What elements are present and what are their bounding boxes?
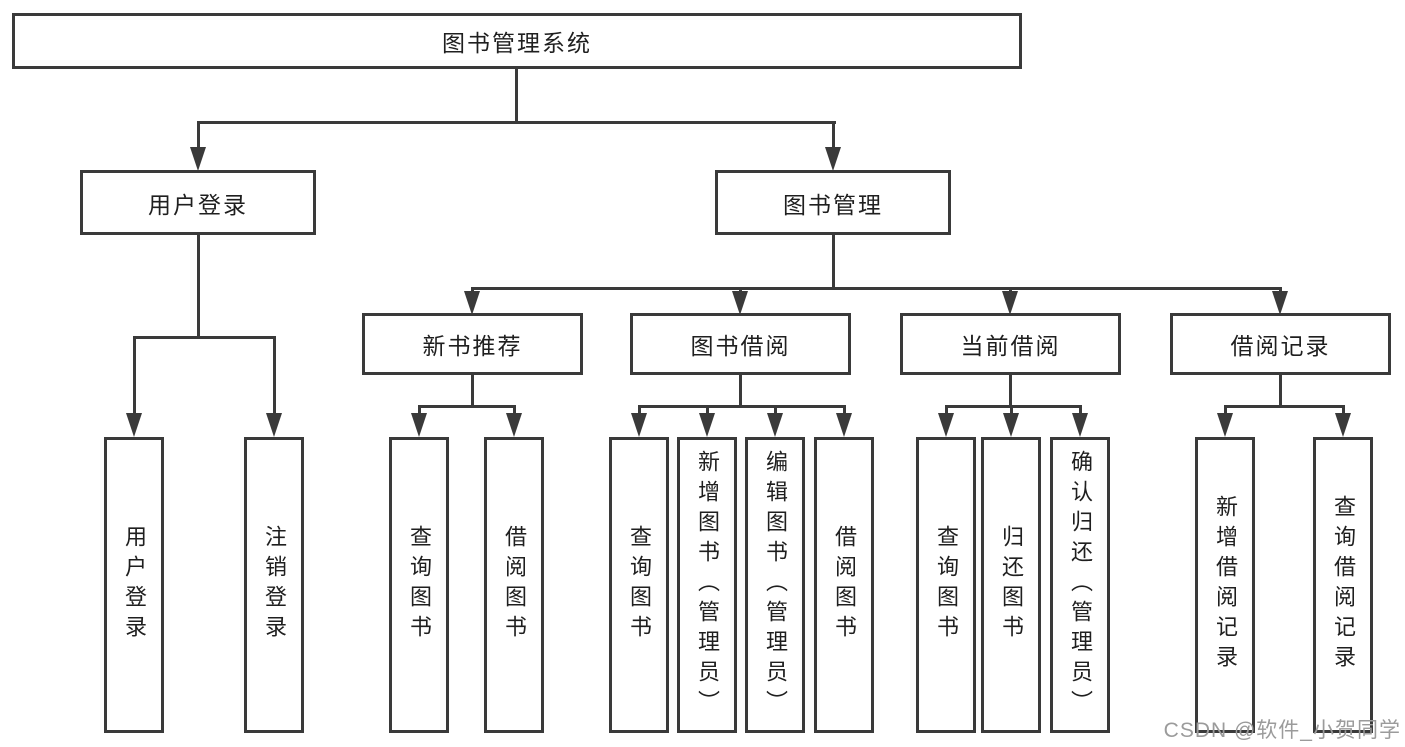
arrowhead-down-icon xyxy=(1002,291,1018,315)
root-node-label: 图书管理系统 xyxy=(442,30,592,56)
arrowhead-down-icon xyxy=(1272,291,1288,315)
node-user-login: 用户登录 xyxy=(80,170,316,235)
node-current-borrowing: 当前借阅 xyxy=(900,313,1121,375)
connector-new-books-stub xyxy=(471,375,474,407)
leaf-confirm-return-admin-label: 确认归还（管理员） xyxy=(1068,450,1093,720)
leaf-return-books-label: 归还图书 xyxy=(999,525,1024,645)
watermark: CSDN @软件_小贺同学 xyxy=(1163,719,1401,742)
leaf-edit-books-admin-label: 编辑图书（管理员） xyxy=(763,450,788,720)
connector-to-leaf-nb-borrow xyxy=(513,405,516,415)
arrowhead-down-icon xyxy=(1335,413,1351,437)
node-new-book-recommendation-label: 新书推荐 xyxy=(422,333,523,359)
arrowhead-down-icon xyxy=(411,413,427,437)
connector-to-user-login xyxy=(197,121,200,149)
connector-to-leaf-br-add xyxy=(1224,405,1227,415)
connector-borrowing-stub xyxy=(739,375,742,407)
connector-to-leaf-logout xyxy=(273,336,276,415)
connector-level3-bar xyxy=(471,287,1282,290)
leaf-query-borrow-record: 查询借阅记录 xyxy=(1313,437,1373,733)
connector-records-stub xyxy=(1279,375,1282,407)
connector-to-book-management xyxy=(832,121,835,149)
leaf-borrow-books-2: 借阅图书 xyxy=(814,437,874,733)
connector-to-leaf-bb-add xyxy=(706,405,709,415)
leaf-query-books-2-label: 查询图书 xyxy=(627,525,652,645)
connector-borrowing-bar xyxy=(638,405,846,408)
connector-to-leaf-bb-query xyxy=(638,405,641,415)
arrowhead-down-icon xyxy=(506,413,522,437)
arrowhead-down-icon xyxy=(126,413,142,437)
node-borrowing-records: 借阅记录 xyxy=(1170,313,1391,375)
node-borrowing-records-label: 借阅记录 xyxy=(1230,333,1331,359)
node-book-borrowing: 图书借阅 xyxy=(630,313,851,375)
arrowhead-down-icon xyxy=(825,147,841,171)
connector-user-login-bar xyxy=(133,336,276,339)
leaf-query-books-1: 查询图书 xyxy=(389,437,449,733)
leaf-confirm-return-admin: 确认归还（管理员） xyxy=(1050,437,1110,733)
arrowhead-down-icon xyxy=(464,291,480,315)
connector-to-leaf-cb-return xyxy=(1010,405,1013,415)
connector-book-management-stub xyxy=(832,235,835,289)
connector-to-leaf-cb-query xyxy=(945,405,948,415)
arrowhead-down-icon xyxy=(938,413,954,437)
leaf-query-borrow-record-label: 查询借阅记录 xyxy=(1331,495,1356,675)
connector-to-leaf-bb-borrow xyxy=(843,405,846,415)
leaf-borrow-books-2-label: 借阅图书 xyxy=(832,525,857,645)
leaf-add-borrow-record-label: 新增借阅记录 xyxy=(1213,495,1238,675)
node-book-management: 图书管理 xyxy=(715,170,951,235)
leaf-query-books-3-label: 查询图书 xyxy=(934,525,959,645)
leaf-edit-books-admin: 编辑图书（管理员） xyxy=(745,437,805,733)
node-book-management-label: 图书管理 xyxy=(783,191,883,218)
leaf-add-books-admin-label: 新增图书（管理员） xyxy=(695,450,720,720)
arrowhead-down-icon xyxy=(732,291,748,315)
leaf-add-books-admin: 新增图书（管理员） xyxy=(677,437,737,733)
node-book-borrowing-label: 图书借阅 xyxy=(690,333,791,359)
connector-current-stub xyxy=(1009,375,1012,407)
arrowhead-down-icon xyxy=(631,413,647,437)
leaf-return-books: 归还图书 xyxy=(981,437,1041,733)
node-current-borrowing-label: 当前借阅 xyxy=(960,333,1061,359)
leaf-add-borrow-record: 新增借阅记录 xyxy=(1195,437,1255,733)
leaf-user-login-label: 用户登录 xyxy=(122,525,147,645)
connector-records-bar xyxy=(1224,405,1345,408)
arrowhead-down-icon xyxy=(1072,413,1088,437)
arrowhead-down-icon xyxy=(190,147,206,171)
leaf-user-login: 用户登录 xyxy=(104,437,164,733)
node-user-login-label: 用户登录 xyxy=(148,191,248,218)
connector-new-books-bar xyxy=(418,405,516,408)
leaf-query-books-1-label: 查询图书 xyxy=(407,525,432,645)
leaf-borrow-books-1-label: 借阅图书 xyxy=(502,525,527,645)
arrowhead-down-icon xyxy=(699,413,715,437)
root-node: 图书管理系统 xyxy=(12,13,1022,69)
arrowhead-down-icon xyxy=(836,413,852,437)
arrowhead-down-icon xyxy=(1003,413,1019,437)
connector-to-leaf-bb-edit xyxy=(774,405,777,415)
connector-to-leaf-nb-query xyxy=(418,405,421,415)
leaf-borrow-books-1: 借阅图书 xyxy=(484,437,544,733)
connector-user-login-stub xyxy=(197,235,200,338)
node-new-book-recommendation: 新书推荐 xyxy=(362,313,583,375)
leaf-query-books-3: 查询图书 xyxy=(916,437,976,733)
connector-level2-bar xyxy=(197,121,836,124)
leaf-logout-label: 注销登录 xyxy=(262,525,287,645)
connector-root-stub xyxy=(515,69,518,122)
connector-to-leaf-user-login xyxy=(133,336,136,415)
leaf-logout: 注销登录 xyxy=(244,437,304,733)
arrowhead-down-icon xyxy=(767,413,783,437)
connector-current-bar xyxy=(945,405,1082,408)
leaf-query-books-2: 查询图书 xyxy=(609,437,669,733)
connector-to-leaf-cb-confirm xyxy=(1079,405,1082,415)
arrowhead-down-icon xyxy=(1217,413,1233,437)
connector-to-leaf-br-query xyxy=(1342,405,1345,415)
arrowhead-down-icon xyxy=(266,413,282,437)
